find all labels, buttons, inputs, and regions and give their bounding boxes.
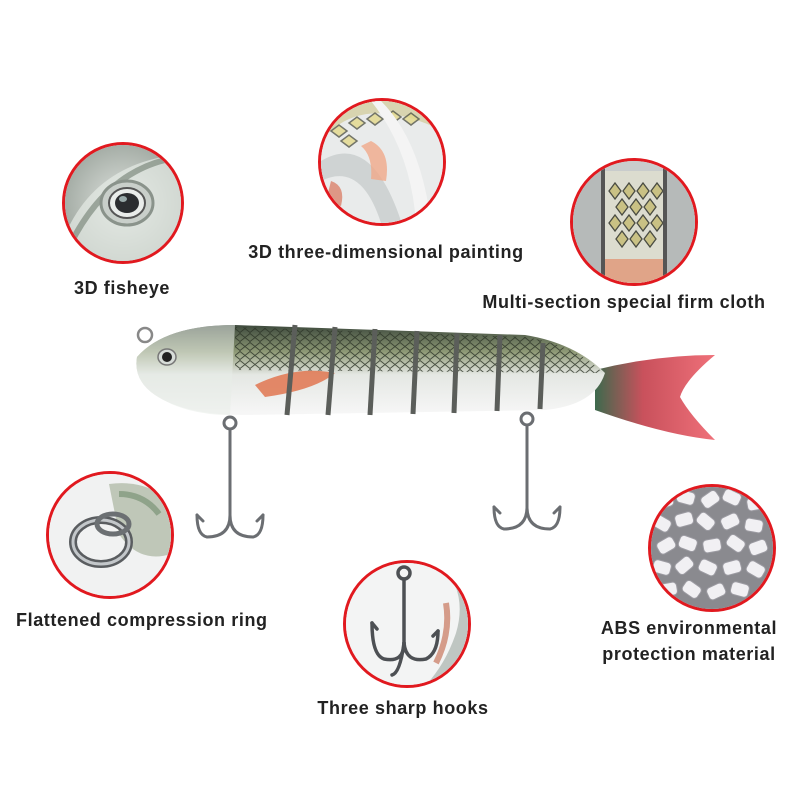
- fisheye-closeup-circle: [62, 142, 184, 264]
- feature-label-abs-line1: ABS environmental: [600, 618, 778, 638]
- feature-label-abs-line2: protection material: [602, 644, 776, 664]
- feature-label-painting: 3D three-dimensional painting: [248, 242, 524, 262]
- painted-scales-closeup-icon: [321, 101, 443, 223]
- ring-closeup-circle: [46, 471, 174, 599]
- swimbait-lure-icon: [136, 324, 715, 539]
- feature-label-fisheye: 3D fisheye: [74, 278, 171, 298]
- split-ring-closeup-icon: [49, 474, 171, 596]
- lure-product-image: [125, 315, 725, 545]
- cloth-closeup-circle: [570, 158, 698, 286]
- fish-eye-closeup-icon: [65, 145, 181, 261]
- treble-hook-closeup-icon: [346, 563, 468, 685]
- hooks-closeup-circle: [343, 560, 471, 688]
- feature-label-cloth: Multi-section special firm cloth: [482, 292, 766, 312]
- abs-pellets-closeup-icon: [651, 487, 773, 609]
- feature-label-ring: Flattened compression ring: [16, 610, 268, 630]
- abs-closeup-circle: [648, 484, 776, 612]
- painting-closeup-circle: [318, 98, 446, 226]
- feature-label-hooks: Three sharp hooks: [317, 698, 489, 718]
- segment-joint-closeup-icon: [573, 161, 695, 283]
